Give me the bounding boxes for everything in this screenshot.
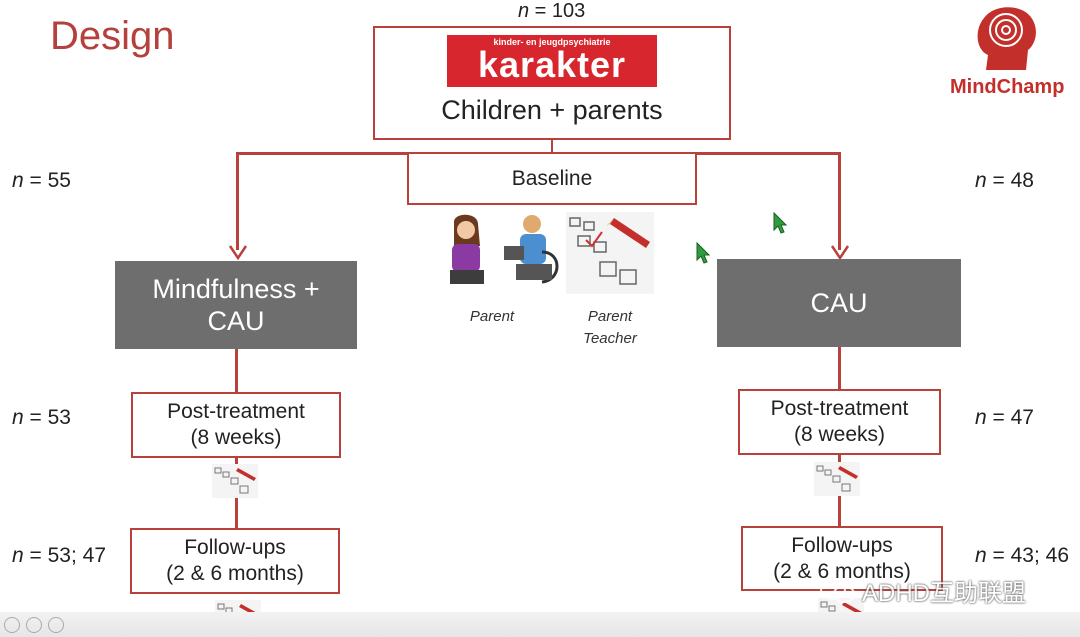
right-follow-n: n = 43; 46 [975, 544, 1069, 568]
enrollment-box: kinder- en jeugdpsychiatrie karakter Chi… [373, 26, 731, 140]
left-post-n: n = 53 [12, 406, 71, 430]
cau-arm-box: CAU [717, 259, 961, 347]
right-post-label-2: (8 weeks) [794, 422, 885, 448]
enrollment-label: Children + parents [441, 93, 662, 127]
right-arm-connector [838, 347, 841, 390]
checklist-pencil-icon [566, 212, 654, 294]
checklist-icon [814, 462, 860, 496]
left-arm-connector [235, 349, 238, 393]
logo-wordmark: karakter [478, 47, 626, 83]
watermark: ADHD互助联盟 [820, 573, 1026, 608]
checklist-icon [212, 464, 258, 498]
left-follow-label-2: (2 & 6 months) [166, 561, 304, 587]
brain-head-icon [948, 0, 1068, 80]
informant-caption-parent: Parent [452, 306, 532, 328]
left-post-label-1: Post-treatment [167, 399, 305, 425]
parent-illustration-icon [444, 212, 494, 292]
cau-arm-label: CAU [810, 287, 867, 319]
mindfulness-arm-box: Mindfulness + CAU [115, 261, 357, 349]
left-follow-label-1: Follow-ups [184, 535, 286, 561]
footer-bar [0, 612, 1080, 637]
arrow-left-icon [228, 244, 248, 260]
right-post-treatment-box: Post-treatment (8 weeks) [738, 389, 941, 455]
watermark-text: ADHD互助联盟 [862, 573, 1026, 608]
mindfulness-arm-label-2: CAU [207, 305, 264, 337]
baseline-label: Baseline [512, 166, 593, 192]
parent-with-tablet-illustration-icon [496, 212, 566, 292]
right-alloc-n: n = 48 [975, 169, 1034, 193]
right-follow-label-1: Follow-ups [791, 533, 893, 559]
informant-caption-teacher: Teacher [570, 328, 650, 350]
chat-bubbles-icon [820, 577, 856, 605]
right-post-n: n = 47 [975, 406, 1034, 430]
baseline-box: Baseline [407, 152, 697, 205]
right-post-label-1: Post-treatment [771, 396, 909, 422]
connector-left-down [236, 152, 239, 250]
mindchamp-logo: MindChamp [948, 0, 1068, 100]
cursor-icon [773, 212, 787, 234]
cursor-icon [696, 242, 710, 264]
slide-title: Design [50, 14, 175, 59]
total-n-label: n = 103 [518, 0, 585, 23]
arrow-right-icon [830, 244, 850, 260]
karakter-logo: kinder- en jeugdpsychiatrie karakter [447, 35, 657, 87]
left-alloc-n: n = 55 [12, 169, 71, 193]
left-follow-n: n = 53; 47 [12, 544, 106, 568]
control-icon[interactable] [48, 617, 64, 633]
mindfulness-arm-label-1: Mindfulness + [152, 273, 319, 305]
informant-caption-parent-2: Parent [570, 306, 650, 328]
control-icon[interactable] [26, 617, 42, 633]
left-post-treatment-box: Post-treatment (8 weeks) [131, 392, 341, 458]
control-icon[interactable] [4, 617, 20, 633]
left-follow-ups-box: Follow-ups (2 & 6 months) [130, 528, 340, 594]
brand-name: MindChamp [950, 76, 1064, 99]
left-post-label-2: (8 weeks) [190, 425, 281, 451]
player-controls [4, 617, 64, 633]
connector-right-down [838, 152, 841, 250]
